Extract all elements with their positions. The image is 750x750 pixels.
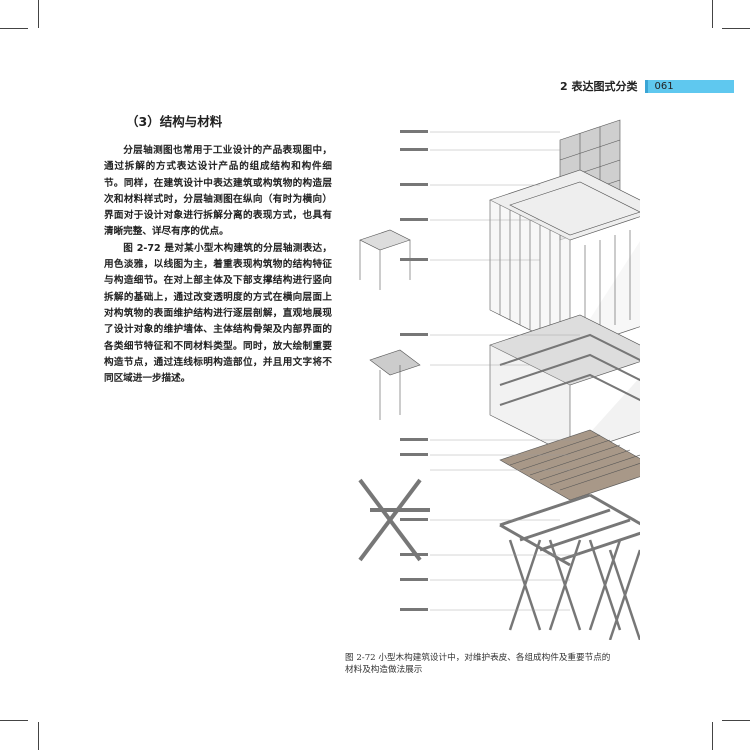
running-header: 2 表达图式分类 061	[560, 78, 735, 94]
crop-mark	[722, 28, 750, 29]
crop-mark	[38, 0, 39, 28]
floor-deck	[499, 429, 640, 501]
crop-mark	[722, 720, 750, 721]
crop-mark	[38, 722, 39, 750]
upper-box	[489, 169, 640, 351]
detail-node	[358, 478, 430, 562]
label-placeholders	[400, 130, 428, 611]
crop-mark	[0, 720, 28, 721]
detail-node	[359, 229, 411, 290]
body-text: 分层轴测图也常用于工业设计的产品表现图中，通过拆解的方式表达设计产品的组成结构和…	[104, 143, 332, 387]
crop-mark	[712, 0, 713, 28]
crop-mark	[0, 28, 28, 29]
support-stilts	[508, 539, 640, 640]
floor-joists	[499, 493, 640, 567]
crop-mark	[712, 722, 713, 750]
paragraph: 图 2-72 是对某小型木构建筑的分层轴测表达，用色淡雅，以线图为主，着重表现构…	[104, 242, 332, 385]
page-number: 061	[645, 79, 735, 93]
detail-node	[369, 349, 421, 420]
leader-lines	[430, 131, 580, 611]
figure-caption: 图 2-72 小型木构建筑设计中，对维护表皮、各组成构件及重要节点的材料及构造做…	[345, 653, 611, 675]
exploded-axonometric-figure	[358, 119, 640, 640]
paragraph: 分层轴测图也常用于工业设计的产品表现图中，通过拆解的方式表达设计产品的组成结构和…	[104, 145, 332, 238]
chapter-title: 2 表达图式分类	[560, 80, 638, 93]
structural-frame	[489, 314, 640, 456]
section-title: （3）结构与材料	[126, 114, 223, 129]
